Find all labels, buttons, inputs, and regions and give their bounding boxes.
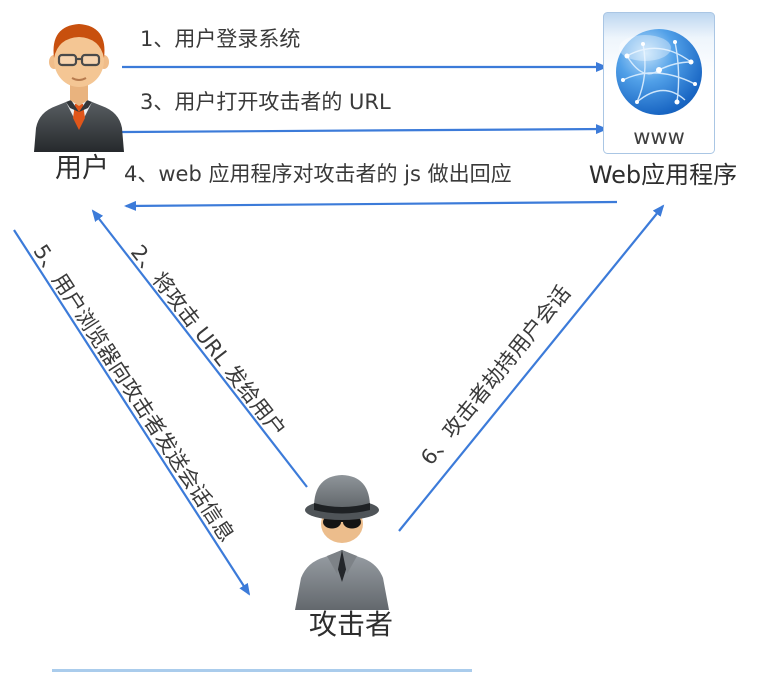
globe-gloss — [619, 35, 671, 61]
arrow-6-attacker-to-webapp — [398, 204, 665, 532]
user-mouth — [71, 77, 87, 81]
arrow-1-label: 1、用户登录系统 — [140, 27, 301, 51]
user-lapel-left — [66, 100, 79, 112]
webapp-node: www — [603, 12, 715, 154]
user-label: 用户 — [55, 153, 109, 184]
attacker-hat-band — [314, 503, 370, 514]
arrow-5-user-to-attacker — [13, 229, 251, 596]
attacker-hat-dome — [313, 475, 371, 510]
user-node — [26, 16, 132, 152]
www-text: www — [633, 125, 685, 149]
user-lapel-right — [79, 100, 92, 112]
attacker-collar-left — [327, 550, 342, 574]
arrow-3-user-to-webapp — [121, 124, 608, 135]
bottom-divider — [52, 669, 472, 672]
attacker-label: 攻击者 — [308, 608, 393, 641]
webapp-label: Web应用程序 — [588, 161, 738, 189]
arrow-2-attacker-to-user — [91, 209, 308, 488]
globe-network-lines — [622, 41, 696, 103]
arrow-3-label: 3、用户打开攻击者的 URL — [140, 90, 391, 114]
arrow-4-webapp-to-user — [124, 200, 618, 211]
user-glasses-icon — [57, 53, 101, 67]
attacker-collar-right — [342, 550, 357, 574]
attacker-node — [283, 460, 401, 610]
globe-www-icon: www — [603, 12, 715, 154]
spy-icon — [295, 475, 389, 610]
arrow-4-label: 4、web 应用程序对攻击者的 js 做出回应 — [124, 162, 512, 186]
user-neck — [70, 82, 88, 106]
user-icon — [34, 24, 124, 152]
user-hair — [53, 24, 105, 58]
globe-network-nodes — [621, 40, 697, 105]
